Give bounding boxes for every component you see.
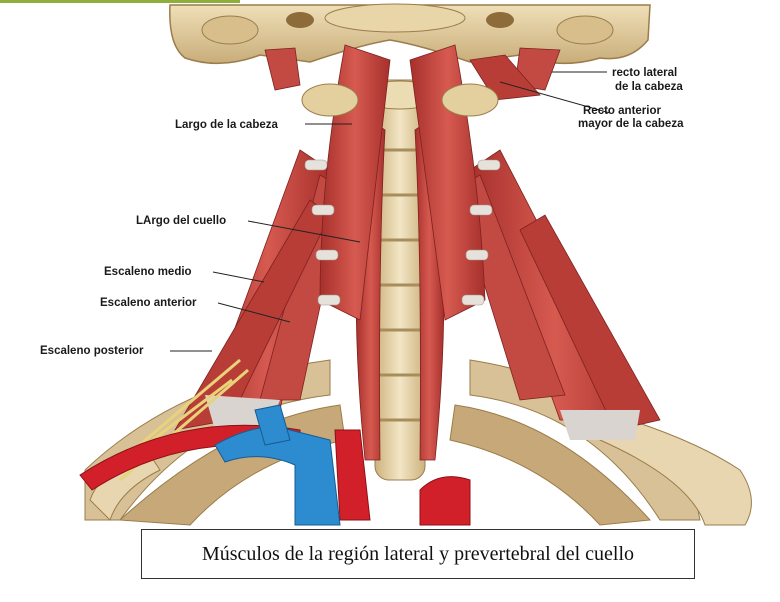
label-recto-lateral-1: recto lateral [612,67,678,79]
caption-box: Músculos de la región lateral y preverte… [141,529,695,579]
top-accent-bar [0,0,240,3]
label-escaleno-anterior: Escaleno anterior [100,297,197,309]
label-largo-cabeza: Largo de la cabeza [175,119,278,131]
scalene-muscles-right [454,149,661,440]
label-escaleno-posterior: Escaleno posterior [40,345,144,357]
transverse-processes [304,159,501,306]
brachiocephalic-veins [214,404,341,526]
leader-lines [170,71,611,352]
label-recto-anterior-1: Recto anterior [583,105,661,117]
label-recto-anterior-2: mayor de la cabeza [578,118,684,130]
figure-caption: Músculos de la región lateral y preverte… [201,542,635,565]
label-recto-lateral-2: de la cabeza [615,81,683,93]
label-largo-cuello: LArgo del cuello [136,215,227,227]
label-escaleno-medio: Escaleno medio [104,266,192,278]
skull-base [169,3,651,65]
